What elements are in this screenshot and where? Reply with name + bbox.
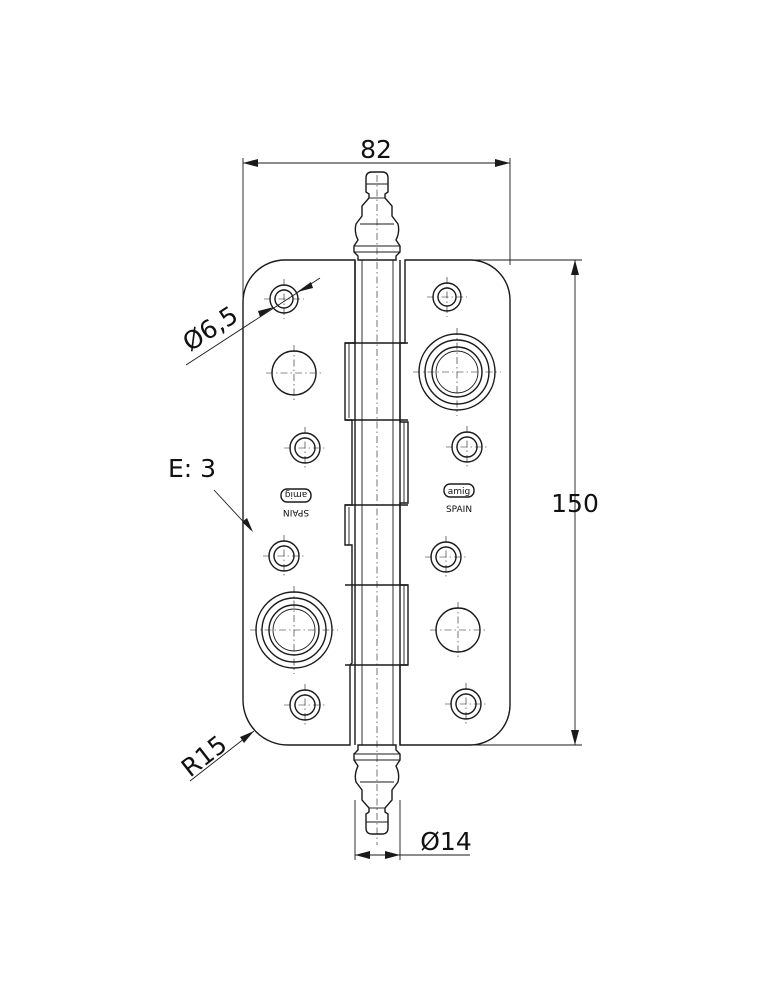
pin-diameter-dimension: Ø14 — [354, 800, 472, 860]
left-leaf — [242, 259, 356, 746]
thickness-label: E: 3 — [168, 454, 216, 483]
radius-label: R15 — [176, 730, 233, 783]
bottom-finial — [353, 744, 401, 835]
height-dimension: 150 — [410, 259, 599, 746]
screw-hole — [284, 427, 326, 469]
top-finial — [353, 171, 401, 261]
right-leaf-holes — [413, 277, 501, 725]
pin-diameter-label: Ø14 — [420, 827, 472, 856]
country-mark-left: SPAIN — [283, 507, 309, 517]
radius-dimension: R15 — [176, 730, 255, 783]
right-leaf — [399, 259, 511, 746]
large-hole — [266, 345, 322, 401]
country-mark-right: SPAIN — [446, 505, 472, 515]
screw-hole — [425, 536, 467, 578]
screw-hole — [264, 279, 304, 319]
width-dimension: 82 — [242, 135, 511, 300]
large-hole — [430, 602, 486, 658]
large-countersunk-hole — [250, 586, 338, 674]
height-label: 150 — [551, 489, 599, 518]
left-leaf-holes — [250, 279, 338, 726]
screw-hole — [263, 535, 305, 577]
brand-logo-right: amig — [448, 487, 471, 497]
right-leaf-marking: amig SPAIN — [443, 483, 475, 515]
screw-hole — [427, 277, 467, 317]
large-countersunk-hole — [413, 328, 501, 416]
left-leaf-marking: amig SPAIN — [280, 488, 312, 517]
screw-hole — [284, 684, 326, 726]
screw-hole — [446, 426, 488, 468]
hole-diameter-label: Ø6,5 — [177, 300, 243, 357]
width-label: 82 — [360, 135, 392, 164]
brand-logo-left: amig — [285, 489, 308, 499]
thickness-dimension: E: 3 — [168, 454, 253, 532]
screw-hole — [445, 683, 487, 725]
hinge-barrel — [345, 175, 408, 845]
